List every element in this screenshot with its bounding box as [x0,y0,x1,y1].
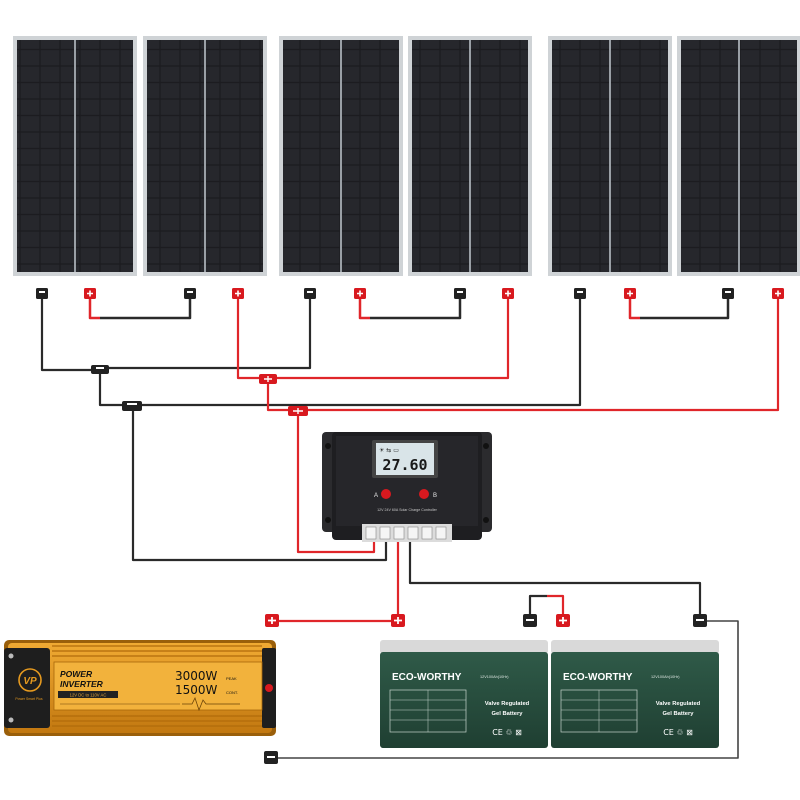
battery: ECO-WORTHY 12V100Ah(10Hr) Valve Regulate… [551,640,719,748]
battery-jumper-black [528,594,547,616]
negative-branch-connector [122,401,142,411]
positive-wire [268,298,510,380]
positive-branch-connector [259,374,277,384]
rating-peak: 3000W [175,669,218,683]
battery-type-line2: Gel Battery [663,711,695,717]
rating-continuous: 1500W [175,683,218,697]
negative-wire [98,372,130,407]
battery-cert-marks: CE ♲ ⊠ [492,728,522,737]
inverter-power-terminal[interactable] [265,684,273,692]
battery-type-line2: Gel Battery [492,711,524,717]
solar-panel [13,36,137,276]
inverter-title-line1: POWER [60,669,93,679]
negative-terminal [523,614,537,627]
wiring [40,298,780,759]
lcd-screen [376,443,434,475]
battery-model: 12V100Ah(10Hr) [651,675,680,679]
battery-brand: ECO-WORTHY [563,672,633,683]
negative-connector [722,288,734,299]
negative-wire [40,298,100,372]
solar-panel [143,36,267,276]
brand-logo-mark: VP [23,676,37,687]
positive-terminal [391,614,405,627]
terminal-block [362,524,452,542]
series-jumper-red [628,298,640,320]
svg-text:☀ ⇆ ▭: ☀ ⇆ ▭ [379,447,399,454]
negative-connector [454,288,466,299]
battery-negative-wire [408,540,702,616]
positive-connector [84,288,96,299]
controller-model-text: 12V 24V 60A Solar Charge Controller [377,508,438,512]
inverter-negative-wire [272,620,739,759]
positive-connector [624,288,636,299]
inverter-title-line2: INVERTER [60,679,104,689]
negative-wire [100,298,312,370]
positive-wire [296,414,376,554]
button-a[interactable]: A [374,489,391,499]
positive-wire [298,298,780,412]
button-b-label: B [433,493,437,499]
battery-model: 12V100Ah(10Hr) [480,675,509,679]
series-jumper-black [640,298,730,320]
series-jumper-black [100,298,192,320]
rating-peak-suffix: PEAK [226,676,237,681]
positive-terminal [556,614,570,627]
mc4-connectors [36,288,784,764]
solar-panel-array [13,36,800,276]
brand-subtitle: Power Smart Plus [15,697,42,701]
battery-brand: ECO-WORTHY [392,672,462,683]
battery-jumper-red [547,594,565,616]
brand-logo [18,668,42,692]
positive-connector [502,288,514,299]
negative-connector [574,288,586,299]
negative-wire [131,410,388,562]
solar-panel [279,36,403,276]
series-jumper-black [370,298,462,320]
negative-terminal [264,751,278,764]
positive-branch-connector [288,406,308,416]
negative-wire [130,298,582,407]
battery-cert-marks: CE ♲ ⊠ [663,728,693,737]
solar-panel [677,36,800,276]
positive-connector [232,288,244,299]
series-jumper-red [88,298,100,320]
positive-connector [354,288,366,299]
button-b[interactable]: B [419,489,437,499]
waveform-icon [182,696,240,712]
inverter-spec-tag: 12V DC to 110V AC [70,693,107,698]
negative-connector [36,288,48,299]
negative-connector [184,288,196,299]
solar-panel [548,36,672,276]
button-a-label: A [374,493,378,499]
negative-terminal [693,614,707,627]
series-jumper-red [358,298,370,320]
battery-type-line1: Valve Regulated [656,701,701,707]
negative-branch-connector [91,365,109,374]
rating-continuous-suffix: CONT. [226,690,238,695]
charge-controller: ☀ ⇆ ▭ 27.60 A B 12V 24V 60A Solar Charge… [322,432,492,542]
lcd-reading: 27.60 [382,456,427,474]
power-inverter: VP Power Smart Plus POWER INVERTER 12V D… [4,640,276,736]
solar-panel [408,36,532,276]
positive-terminal [265,614,279,627]
positive-wire [236,298,268,380]
negative-connector [304,288,316,299]
battery-type-line1: Valve Regulated [485,701,530,707]
positive-connector [772,288,784,299]
battery: ECO-WORTHY 12V100Ah(10Hr) Valve Regulate… [380,640,548,748]
